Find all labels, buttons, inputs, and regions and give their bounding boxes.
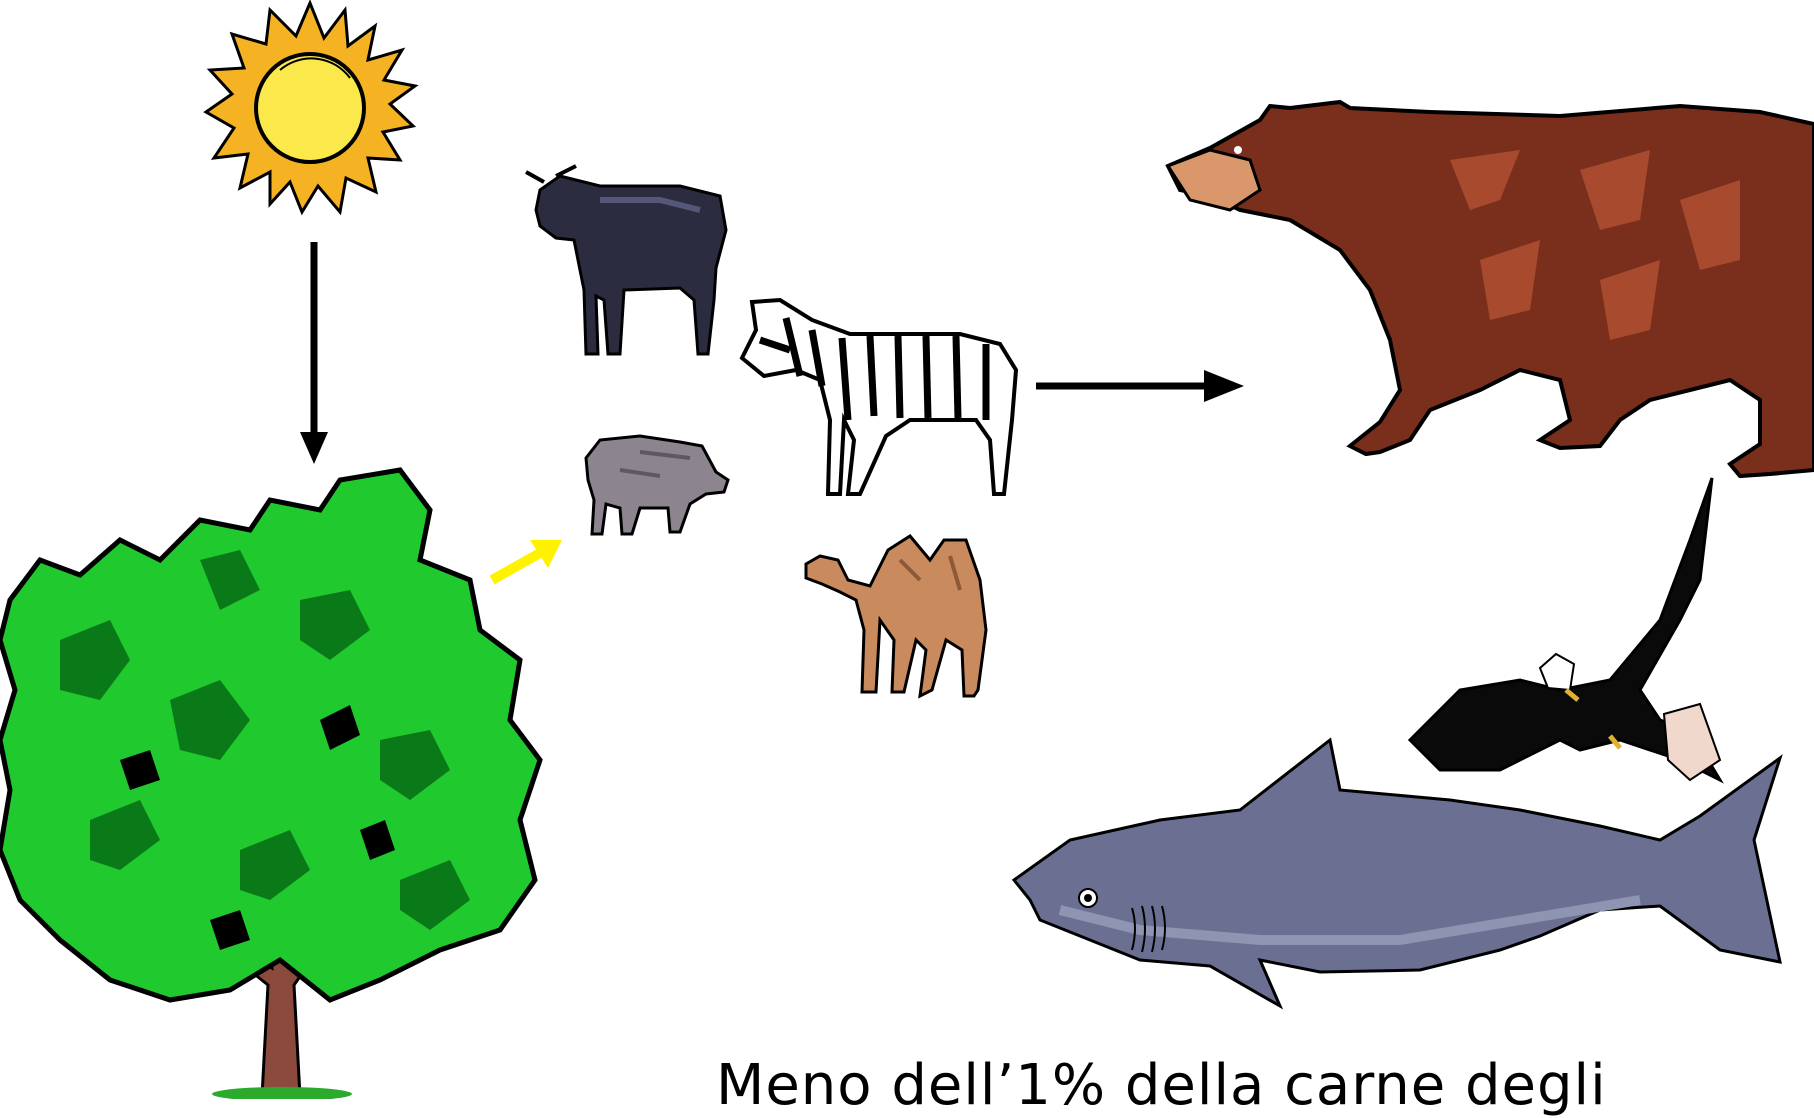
- camel-icon: [806, 536, 986, 696]
- zebra-icon: [742, 300, 1016, 494]
- sun-icon: [206, 3, 415, 212]
- arrow-herbivores-to-predators: [1036, 370, 1244, 402]
- arrow-sun-to-tree: [300, 242, 328, 464]
- tree-icon: [0, 470, 540, 1099]
- arrow-tree-to-herbivores: [492, 540, 562, 580]
- cow-icon: [526, 166, 726, 354]
- eagle-icon: [1410, 478, 1720, 780]
- bear-icon: [1168, 102, 1814, 476]
- caption-text: Meno dell’1% della carne degli: [716, 1058, 1607, 1114]
- shark-icon: [1014, 740, 1780, 1006]
- boar-icon: [586, 436, 728, 534]
